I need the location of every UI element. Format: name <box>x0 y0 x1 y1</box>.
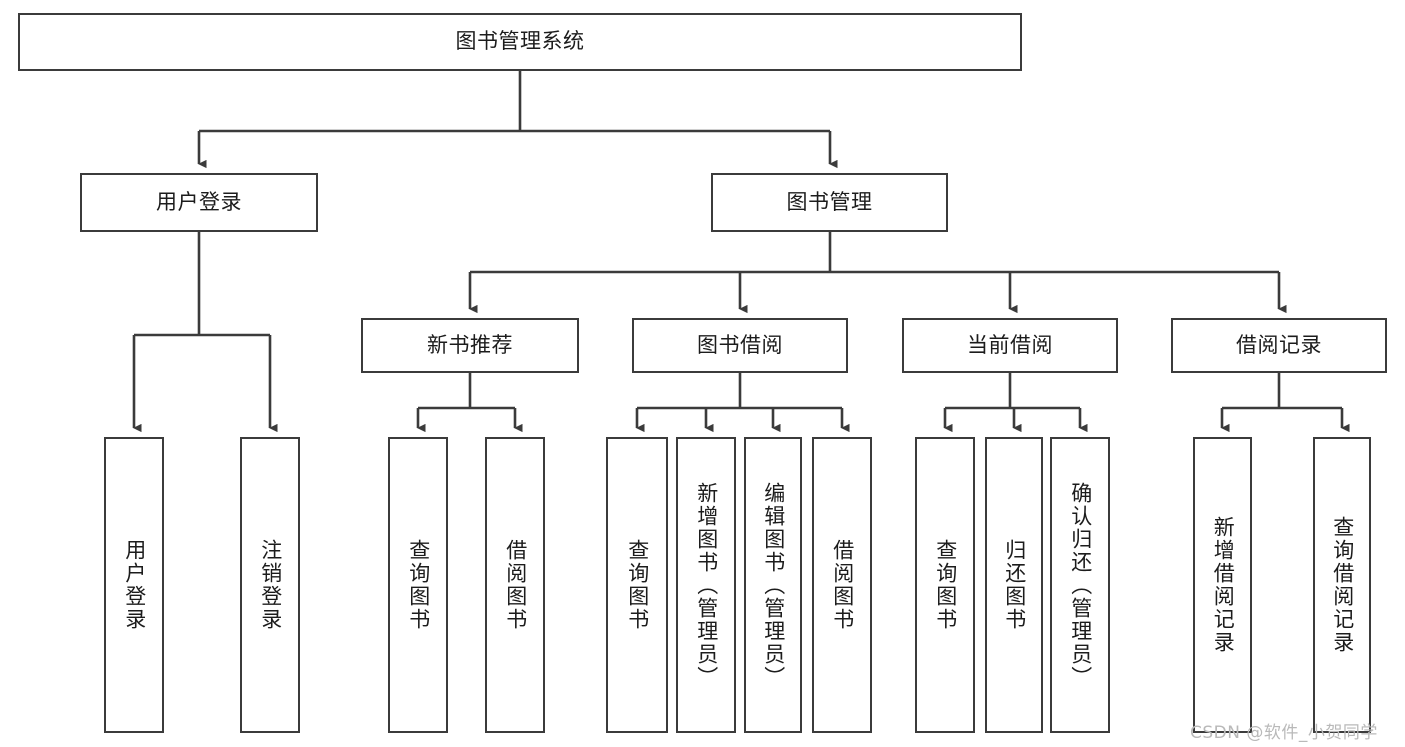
leaf-borrow-book-recommend-label: 借阅图书 <box>503 539 528 631</box>
leaf-query-book-recommend[interactable]: 查询图书 <box>388 437 448 733</box>
leaf-user-login[interactable]: 用户登录 <box>104 437 164 733</box>
leaf-query-book-borrow[interactable]: 查询图书 <box>606 437 668 733</box>
leaf-add-borrow-record-label: 新增借阅记录 <box>1211 516 1236 654</box>
leaf-borrow-book-label: 借阅图书 <box>830 539 855 631</box>
node-user-login-label: 用户登录 <box>156 189 242 214</box>
leaf-confirm-return-admin-label: 确认归还（管理员） <box>1068 481 1093 689</box>
node-new-book-recommend[interactable]: 新书推荐 <box>361 318 579 373</box>
leaf-user-login-label: 用户登录 <box>122 539 147 631</box>
node-book-management-label: 图书管理 <box>786 189 873 214</box>
csdn-watermark: CSDN @软件_小贺同学 <box>1190 723 1378 743</box>
leaf-edit-book-admin-label: 编辑图书（管理员） <box>761 481 786 689</box>
leaf-borrow-book-recommend[interactable]: 借阅图书 <box>485 437 545 733</box>
leaf-add-borrow-record[interactable]: 新增借阅记录 <box>1193 437 1252 733</box>
node-root[interactable]: 图书管理系统 <box>18 13 1022 71</box>
node-borrow-record[interactable]: 借阅记录 <box>1171 318 1387 373</box>
node-user-login[interactable]: 用户登录 <box>80 173 318 232</box>
leaf-query-borrow-record-label: 查询借阅记录 <box>1330 516 1355 654</box>
leaf-user-logout-label: 注销登录 <box>258 539 283 631</box>
leaf-add-book-admin[interactable]: 新增图书（管理员） <box>676 437 736 733</box>
node-borrow-record-label: 借阅记录 <box>1236 332 1322 357</box>
leaf-query-book-current-label: 查询图书 <box>933 539 958 631</box>
node-current-borrow-label: 当前借阅 <box>967 332 1053 357</box>
node-new-book-recommend-label: 新书推荐 <box>427 332 513 357</box>
leaf-return-book-label: 归还图书 <box>1002 539 1027 631</box>
leaf-add-book-admin-label: 新增图书（管理员） <box>694 481 719 689</box>
leaf-edit-book-admin[interactable]: 编辑图书（管理员） <box>744 437 802 733</box>
leaf-user-logout[interactable]: 注销登录 <box>240 437 300 733</box>
leaf-query-book-borrow-label: 查询图书 <box>625 539 650 631</box>
leaf-query-book-current[interactable]: 查询图书 <box>915 437 975 733</box>
node-root-label: 图书管理系统 <box>455 29 585 54</box>
node-book-borrow[interactable]: 图书借阅 <box>632 318 848 373</box>
leaf-borrow-book[interactable]: 借阅图书 <box>812 437 872 733</box>
leaf-confirm-return-admin[interactable]: 确认归还（管理员） <box>1050 437 1110 733</box>
leaf-query-borrow-record[interactable]: 查询借阅记录 <box>1313 437 1371 733</box>
node-book-management[interactable]: 图书管理 <box>711 173 948 232</box>
leaf-return-book[interactable]: 归还图书 <box>985 437 1043 733</box>
node-book-borrow-label: 图书借阅 <box>697 332 783 357</box>
leaf-query-book-recommend-label: 查询图书 <box>406 539 431 631</box>
node-current-borrow[interactable]: 当前借阅 <box>902 318 1118 373</box>
